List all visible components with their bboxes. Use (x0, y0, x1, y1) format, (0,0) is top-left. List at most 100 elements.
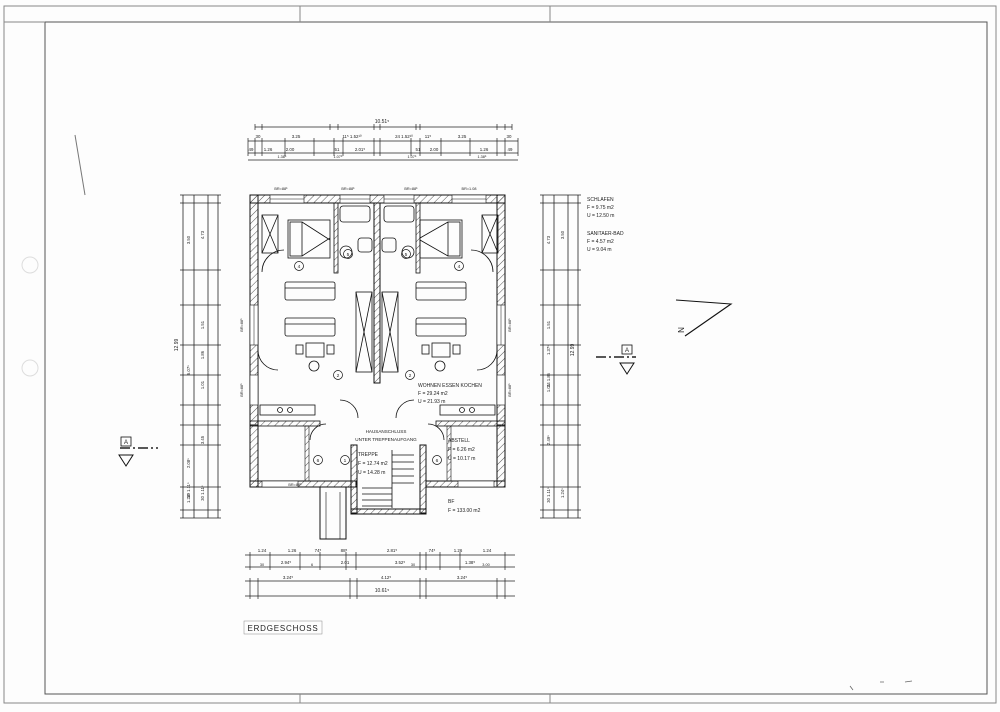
dimension-label: 3.50 (560, 230, 565, 239)
room-marker-circle (333, 370, 343, 380)
room-marker-circle (454, 261, 464, 271)
dimension-label: BR=1.08 (462, 187, 477, 191)
treppe-name: TREPPE (358, 452, 379, 458)
dimension-label: 51 (416, 147, 421, 152)
dimension-label: 3.52⁵ (395, 560, 406, 565)
floor-title: ERDGESCHOSS (247, 624, 318, 633)
left-overall-dim: 12.99 (174, 339, 180, 352)
room-texts: SCHLAFEN F = 9.75 m2 U = 12.50 m SANITAE… (355, 197, 624, 514)
dimension-label: 3.25 (292, 134, 301, 139)
dimension-label: 1.07⁵ (334, 155, 343, 159)
dimension-label: 24 1.52¹⁰ (395, 134, 413, 139)
dimension-label: 1.37⁵ (546, 345, 551, 355)
schlafen-perimeter: U = 12.50 m (587, 213, 614, 219)
dimension-label: 2.81⁵ (387, 548, 398, 553)
dimension-label: 4.73 (546, 235, 551, 244)
pencil-mark (74, 134, 86, 196)
sofa-left-lower (284, 317, 336, 337)
dimension-label: 49 (508, 147, 513, 152)
sofa-left-upper (284, 281, 336, 301)
dimension-label: BR=88⁵ (288, 483, 302, 487)
dimension-label: 3.45 (200, 435, 205, 444)
dimension-label: BR=88⁵ (508, 318, 512, 332)
punch-hole (21, 256, 39, 274)
abstell-name: ABSTELL (448, 438, 470, 444)
room-marker-circle (405, 370, 415, 380)
dimension-label: 1.24⁵ (186, 493, 191, 503)
sheet-inner-border (44, 21, 988, 695)
dimension-label: 2.01⁵ (355, 147, 366, 152)
top-overall-dim: 10.51⁵ (375, 119, 390, 125)
stair-left (355, 291, 373, 373)
dimension-label: 2 (337, 373, 340, 379)
punch-hole (21, 359, 39, 377)
dimension-label: BR=88⁵ (508, 383, 512, 397)
dimension-label: 1.26 (264, 147, 273, 152)
dimension-label: 4 (458, 264, 461, 270)
dimension-label: 2.00 (430, 147, 439, 152)
dimension-label: 1.24 (258, 548, 267, 553)
dimension-label: BR=88⁵ (341, 187, 355, 191)
wohnen-name: WOHNEN ESSEN KOCHEN (418, 383, 482, 389)
dimension-label: 11⁵ (425, 134, 432, 139)
schlafen-name: SCHLAFEN (587, 197, 614, 203)
dimension-label: BR=88⁵ (240, 383, 244, 397)
dimension-label: 6 (317, 458, 320, 464)
dimension-label: 24 1.86 (546, 372, 551, 387)
dimension-label: 2.01 (341, 560, 350, 565)
dimension-label: 1.38⁵ (465, 560, 476, 565)
dimension-label: 6 (436, 458, 439, 464)
dimension-label: 1.26 (288, 548, 297, 553)
dimension-label: 3.50 (186, 235, 191, 244)
bf-name: BF (448, 499, 454, 505)
dimension-label: 6.07⁵ (186, 365, 191, 375)
bottom-overall-dim: 10.61⁵ (375, 588, 390, 594)
dimension-label: 30 (411, 563, 415, 567)
dimension-label: 1.26 (454, 548, 463, 553)
stair-right (381, 291, 399, 373)
sanitaer-perimeter: U = 9.04 m (587, 247, 612, 253)
dimension-label: 30 (507, 134, 512, 139)
dimension-label: 1.51 (200, 320, 205, 329)
abstell-area: F = 6.26 m2 (448, 447, 475, 453)
bed-left (287, 219, 331, 259)
dimension-label: 2.94⁵ (281, 560, 292, 565)
treppe-perimeter: U = 14.28 m (358, 470, 385, 476)
section-marker-left: A (118, 436, 158, 467)
dimension-label: 1.01 (200, 380, 205, 389)
room-marker-circle (340, 455, 350, 465)
dimension-label: 2.00 (286, 147, 295, 152)
dimension-label: 74⁵ (315, 548, 322, 553)
dimension-label: 3.25 (458, 134, 467, 139)
abstell-perimeter: U = 10.17 m (448, 456, 475, 462)
scan-marks (849, 680, 913, 691)
wohnen-perimeter: U = 21.93 m (418, 399, 445, 405)
table-left (305, 342, 325, 358)
sofa-right-lower (415, 317, 467, 337)
dimension-label: 2.49⁵ (546, 435, 551, 445)
bf-area: F = 133.00 m2 (448, 508, 481, 514)
dimension-label: 4.73 (200, 230, 205, 239)
table-right (431, 342, 451, 358)
dimension-label: 30 (256, 134, 261, 139)
dimension-label: 30 1.11⁵ (546, 487, 551, 503)
furniture (257, 205, 499, 508)
section-label-right: A (625, 348, 629, 354)
dimension-label: 3.00 (482, 563, 489, 567)
hausanschluss-line2: UNTER TREPPENAUFGANG (355, 437, 417, 442)
dimension-label: 5 (405, 252, 408, 258)
sheet-outer-border (3, 5, 997, 704)
room-marker-circle (343, 249, 353, 259)
dimension-label: 1.38⁵ (278, 155, 287, 159)
schlafen-area: F = 9.75 m2 (587, 205, 614, 211)
room-marker-circle (432, 455, 442, 465)
dimension-label: 4 (298, 264, 301, 270)
kitchen-left (259, 404, 316, 416)
dimension-label: 1.24 (483, 548, 492, 553)
dimension-label: BR=88⁵ (404, 187, 418, 191)
north-arrow: N (675, 299, 733, 337)
dimension-label: BR=88⁵ (274, 187, 288, 191)
